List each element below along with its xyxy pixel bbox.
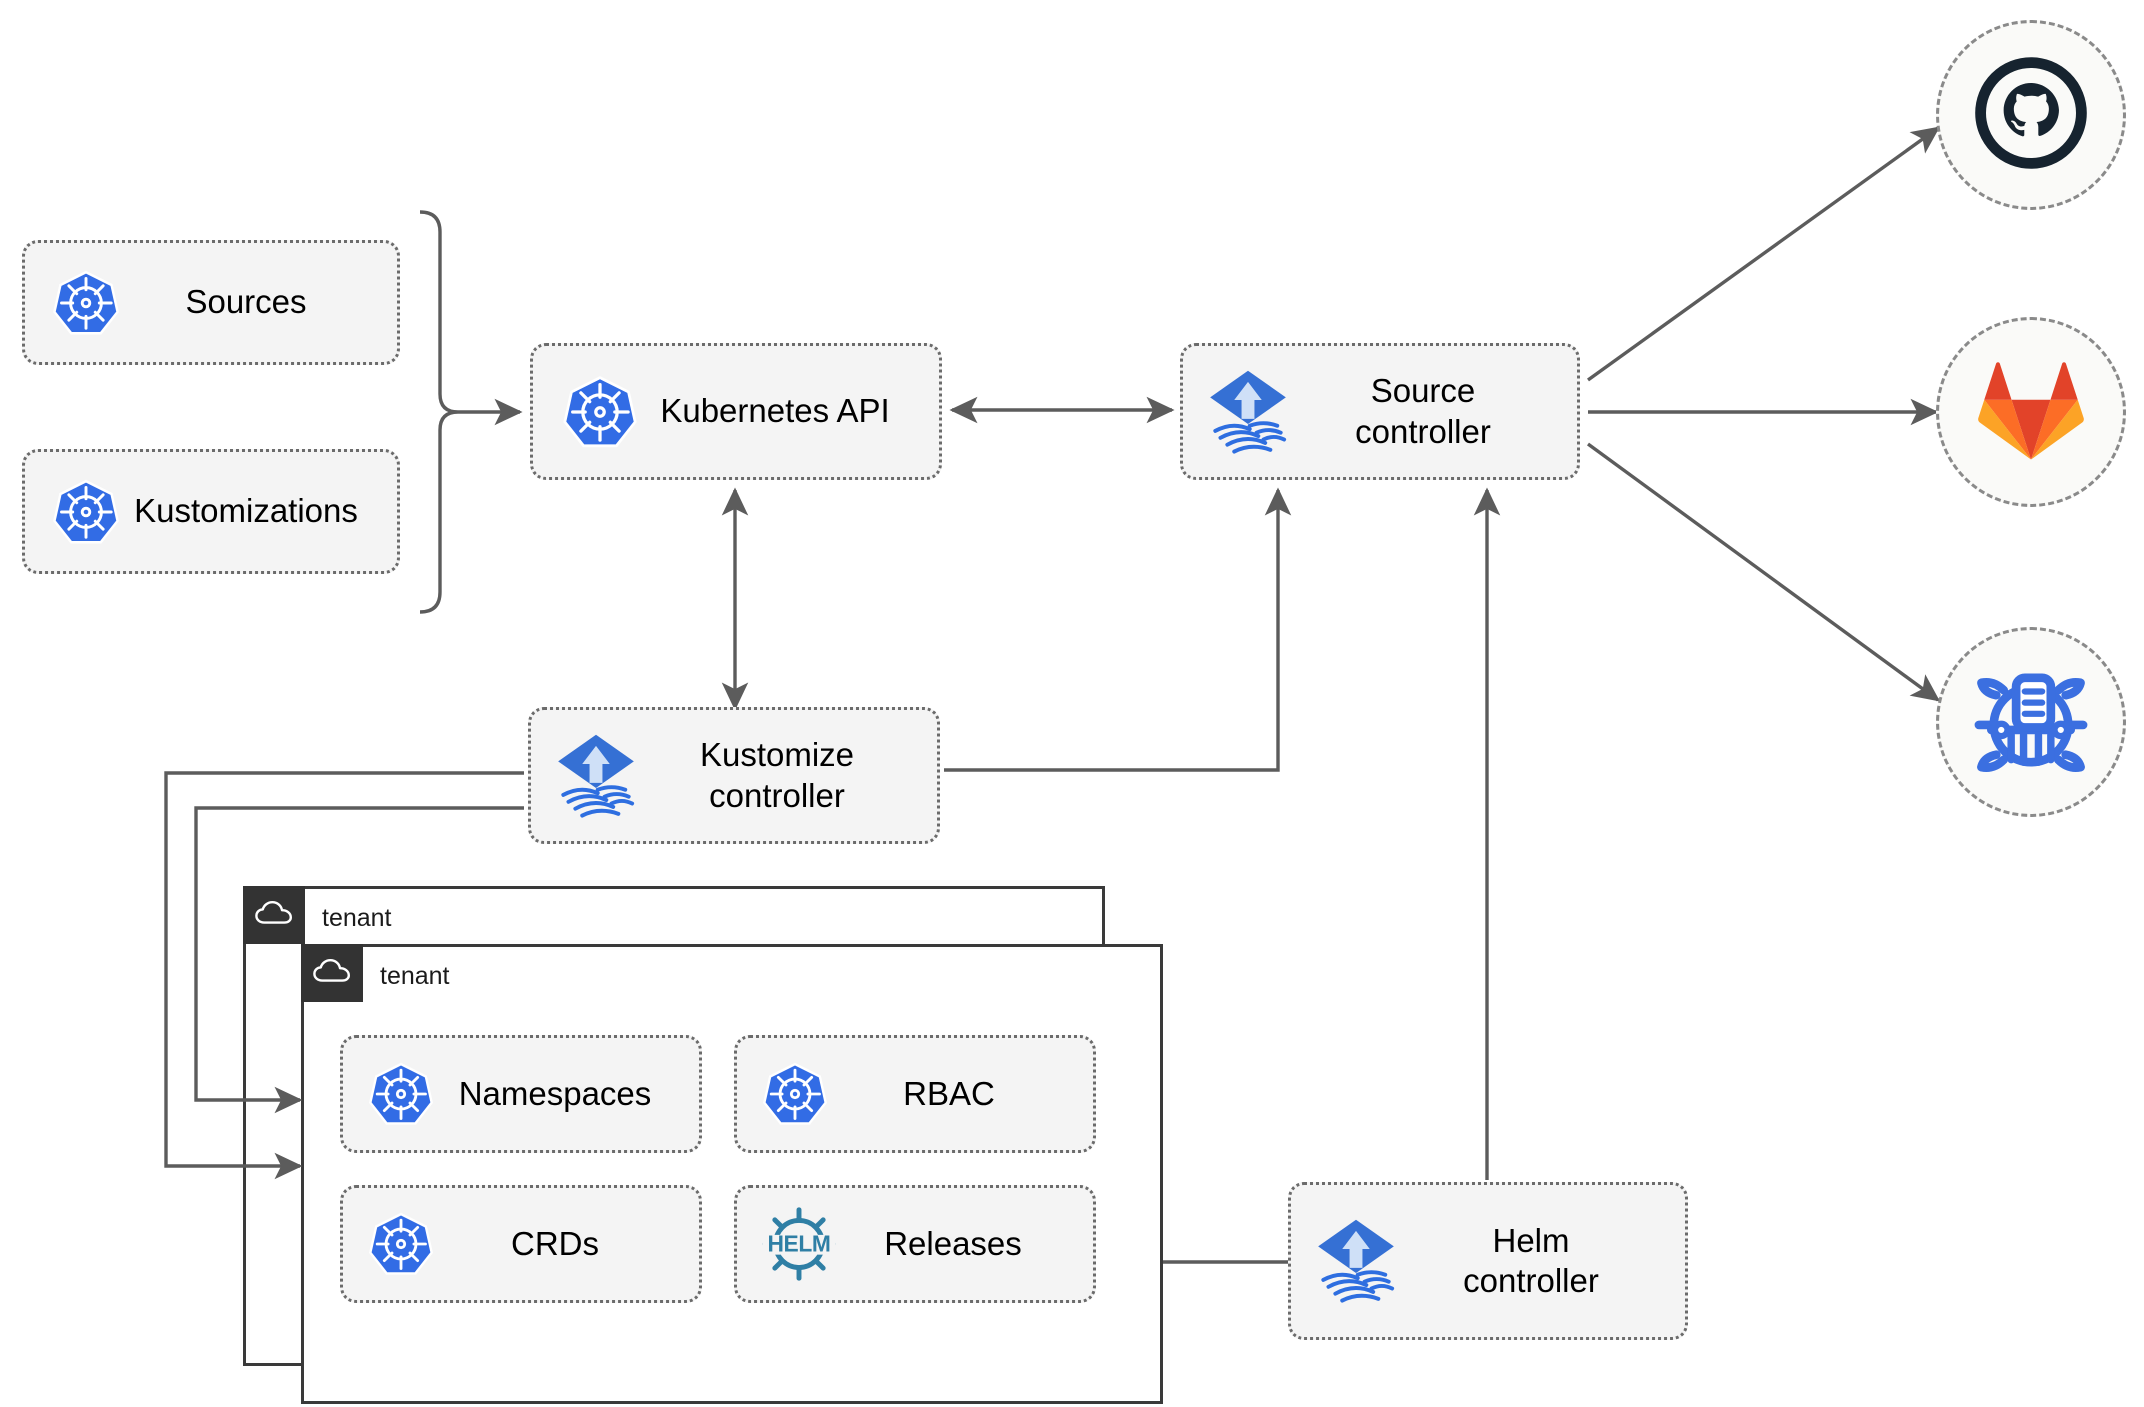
node-label: Source controller — [1355, 372, 1491, 450]
tenant-label: tenant — [380, 961, 450, 990]
edge-kustomize-to-source — [944, 487, 1292, 772]
gitlab-icon — [1972, 351, 2090, 474]
tenant-tab — [301, 944, 363, 1002]
edge-source-to-helm-repo — [1586, 442, 1941, 702]
node-kubernetes-api[interactable]: Kubernetes API — [530, 343, 942, 480]
node-label: Kustomizations — [134, 492, 358, 530]
node-label: Kustomize controller — [699, 736, 855, 814]
node-kustomize-controller[interactable]: Kustomize controller — [528, 707, 940, 844]
kubernetes-icon — [367, 1210, 435, 1278]
kubernetes-icon — [761, 1060, 829, 1128]
repo-helm[interactable] — [1936, 627, 2126, 817]
repo-gitlab[interactable] — [1936, 317, 2126, 507]
node-label: CRDs — [511, 1224, 599, 1262]
cloud-icon — [312, 958, 352, 989]
node-releases[interactable]: Releases — [734, 1185, 1096, 1303]
node-label: Namespaces — [458, 1074, 652, 1112]
kubernetes-icon — [561, 373, 639, 451]
flux-icon — [1205, 369, 1291, 455]
edge-source-to-github — [1587, 126, 1941, 382]
kubernetes-icon — [367, 1060, 435, 1128]
cloud-icon — [254, 900, 294, 931]
kubernetes-icon — [51, 268, 121, 338]
node-label: Sources — [185, 283, 307, 321]
tenant-label: tenant — [322, 903, 392, 932]
node-source-controller[interactable]: Source controller — [1180, 343, 1580, 480]
tenant-window-front[interactable]: tenant — [301, 944, 1163, 1404]
repo-github[interactable] — [1936, 20, 2126, 210]
github-icon — [1971, 53, 2091, 178]
flux-icon — [553, 733, 639, 819]
helm-repository-icon — [1969, 658, 2093, 787]
node-kustomizations[interactable]: Kustomizations — [22, 449, 400, 574]
node-crds[interactable]: CRDs — [340, 1185, 702, 1303]
kubernetes-icon — [51, 477, 121, 547]
tenant-tab — [243, 886, 305, 944]
node-label: Releases — [884, 1224, 1022, 1262]
flux-icon — [1313, 1218, 1399, 1304]
node-label: Kubernetes API — [660, 392, 890, 430]
node-helm-controller[interactable]: Helm controller — [1288, 1182, 1688, 1340]
node-namespaces[interactable]: Namespaces — [340, 1035, 702, 1153]
node-label: Helm controller — [1463, 1221, 1599, 1299]
group-bracket — [419, 210, 459, 614]
node-label: RBAC — [903, 1074, 995, 1112]
node-rbac[interactable]: RBAC — [734, 1035, 1096, 1153]
node-sources[interactable]: Sources — [22, 240, 400, 365]
helm-icon — [761, 1206, 837, 1282]
